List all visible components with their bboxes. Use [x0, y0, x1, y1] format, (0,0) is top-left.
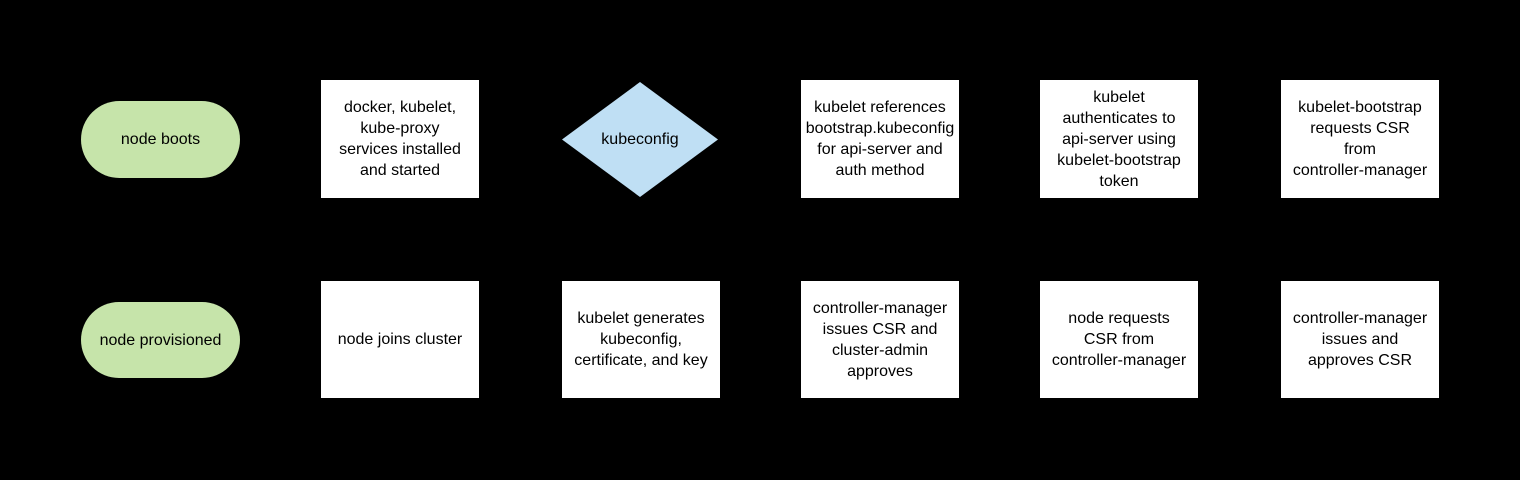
decision-kubeconfig: kubeconfig — [562, 82, 718, 197]
process-node-requests-csr: node requests CSR from controller-manage… — [1040, 281, 1198, 398]
node-label: node joins cluster — [337, 331, 463, 348]
process-cm-issues-and-approves-csr: controller-manager issues and approves C… — [1281, 281, 1439, 398]
node-label: kubelet authenticates to api-server usin… — [1057, 88, 1181, 190]
terminal-node-provisioned: node provisioned — [81, 302, 240, 378]
process-kubelet-references-bootstrap: kubelet references bootstrap.kubeconfig … — [801, 80, 959, 198]
process-services-installed: docker, kubelet, kube-proxy services ins… — [321, 80, 479, 198]
process-kubelet-bootstrap-requests-csr: kubelet-bootstrap requests CSR from cont… — [1281, 80, 1439, 198]
node-label: controller-manager issues and approves C… — [1292, 310, 1428, 369]
node-label: node requests CSR from controller-manage… — [1051, 310, 1187, 369]
node-label: node provisioned — [99, 331, 222, 349]
node-label: docker, kubelet, kube-proxy services ins… — [339, 99, 461, 179]
process-kubelet-authenticates: kubelet authenticates to api-server usin… — [1040, 80, 1198, 198]
process-cm-issues-csr-admin-approves: controller-manager issues CSR and cluste… — [801, 281, 959, 398]
node-label: kubelet-bootstrap requests CSR from cont… — [1292, 99, 1428, 179]
node-label: kubeconfig — [601, 131, 679, 148]
node-label: kubelet generates kubeconfig, certificat… — [574, 310, 708, 369]
node-label: node boots — [120, 131, 201, 148]
terminal-node-boots: node boots — [81, 101, 240, 178]
process-node-joins-cluster: node joins cluster — [321, 281, 479, 398]
node-label: kubelet references bootstrap.kubeconfig … — [805, 99, 955, 179]
process-kubelet-generates: kubelet generates kubeconfig, certificat… — [562, 281, 720, 398]
node-label: controller-manager issues CSR and cluste… — [812, 299, 948, 380]
